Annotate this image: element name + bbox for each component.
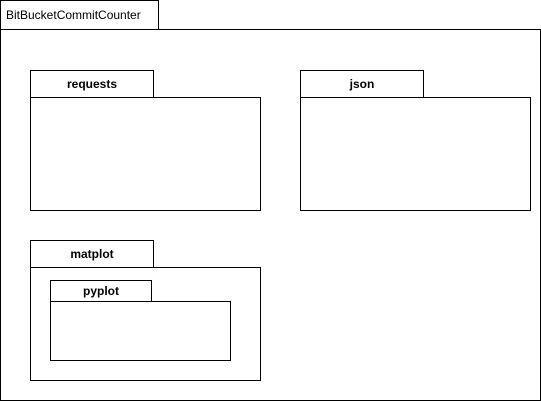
root-package-label: BitBucketCommitCounter [6, 8, 141, 22]
package-pyplot-label: pyplot [83, 284, 119, 298]
package-matplot-label: matplot [70, 247, 114, 261]
package-requests-body [30, 97, 261, 211]
root-package-tab: BitBucketCommitCounter [0, 0, 159, 30]
package-json-body [300, 97, 531, 211]
package-matplot-tab: matplot [30, 240, 154, 268]
package-json-tab: json [300, 70, 424, 98]
package-pyplot-tab: pyplot [50, 280, 152, 302]
package-pyplot-body [50, 301, 231, 361]
package-requests-tab: requests [30, 70, 154, 98]
package-json-label: json [349, 77, 375, 91]
package-requests-label: requests [66, 77, 118, 91]
